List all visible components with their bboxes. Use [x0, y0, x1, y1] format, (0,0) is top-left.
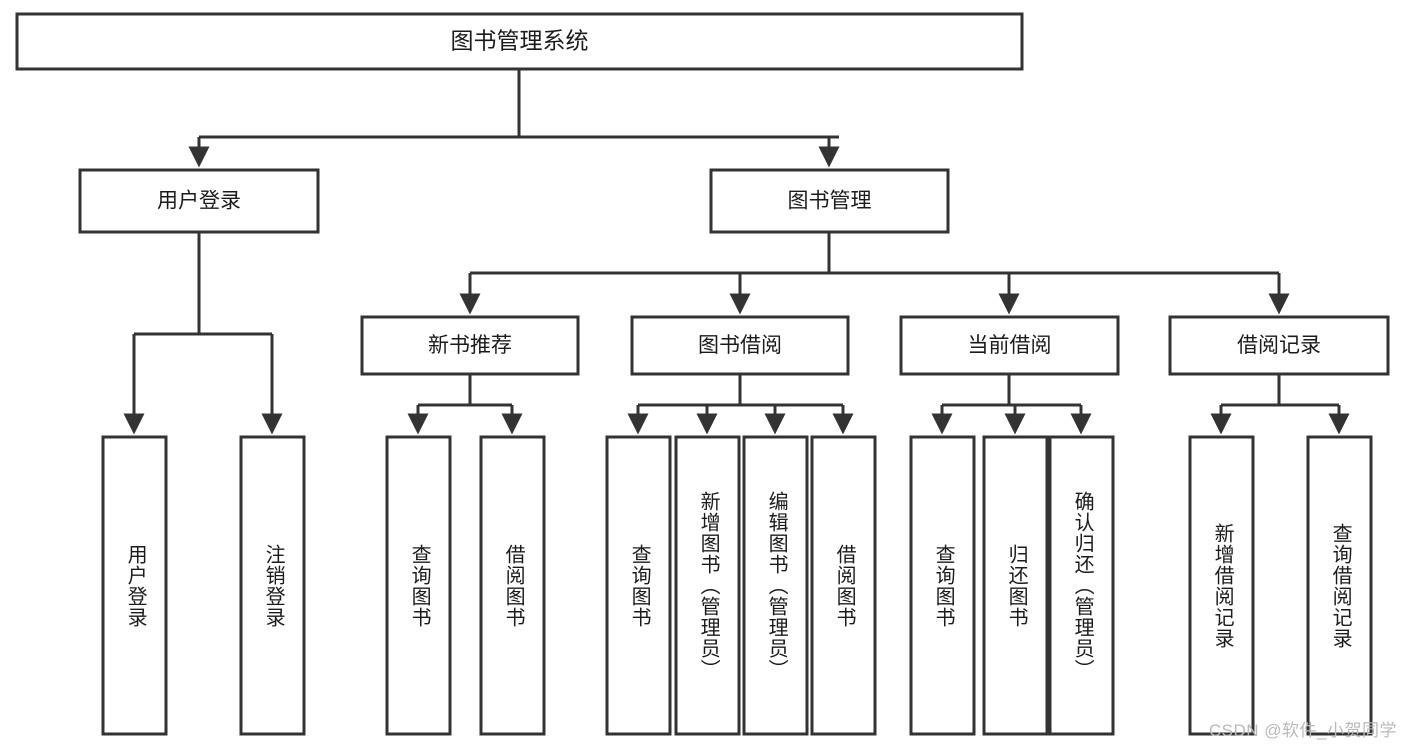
edges-new-book-to-leaves [407, 374, 523, 435]
leaf-box-1[interactable] [239, 435, 306, 736]
leaf-box-7[interactable] [810, 435, 877, 736]
watermark: CSDN @软件_小贺同学 [1208, 721, 1397, 740]
leaf-box-5[interactable] [674, 435, 741, 736]
leaf-box-10[interactable] [1048, 435, 1115, 736]
node-box-root[interactable] [15, 12, 1024, 71]
node-label-level2-1: 图书借阅 [698, 334, 782, 357]
edges-root-to-level1 [188, 69, 840, 168]
node-box-level2-1[interactable] [630, 315, 850, 376]
leaf-box-6[interactable] [742, 435, 809, 736]
node-label-level1-1: 图书管理 [788, 190, 872, 213]
leaf-box-2[interactable] [385, 435, 452, 736]
leaf-box-8[interactable] [909, 435, 976, 736]
edges-current-borrow-to-leaves [931, 374, 1092, 435]
edges-records-to-leaves [1210, 374, 1350, 435]
node-label-level1-0: 用户登录 [157, 190, 241, 213]
edges-level1-to-level2 [459, 232, 1290, 315]
leaf-box-4[interactable] [605, 435, 672, 736]
edges-borrow-to-leaves [627, 374, 854, 435]
leaf-box-3[interactable] [479, 435, 546, 736]
node-box-level2-0[interactable] [360, 315, 580, 376]
edges-user-login-to-leaves [123, 232, 283, 435]
leaf-box-12[interactable] [1306, 435, 1373, 736]
leaf-box-9[interactable] [982, 435, 1049, 736]
node-label-level2-3: 借阅记录 [1237, 334, 1321, 357]
node-label-level2-0: 新书推荐 [428, 334, 512, 357]
node-box-level1-1[interactable] [709, 168, 950, 234]
node-label-level2-2: 当前借阅 [968, 334, 1052, 357]
node-box-level1-0[interactable] [78, 168, 320, 234]
node-box-level2-2[interactable] [899, 315, 1120, 376]
leaf-box-11[interactable] [1188, 435, 1255, 736]
leaf-box-0[interactable] [101, 435, 168, 736]
node-label-root: 图书管理系统 [451, 28, 589, 54]
node-box-level2-3[interactable] [1168, 315, 1390, 376]
